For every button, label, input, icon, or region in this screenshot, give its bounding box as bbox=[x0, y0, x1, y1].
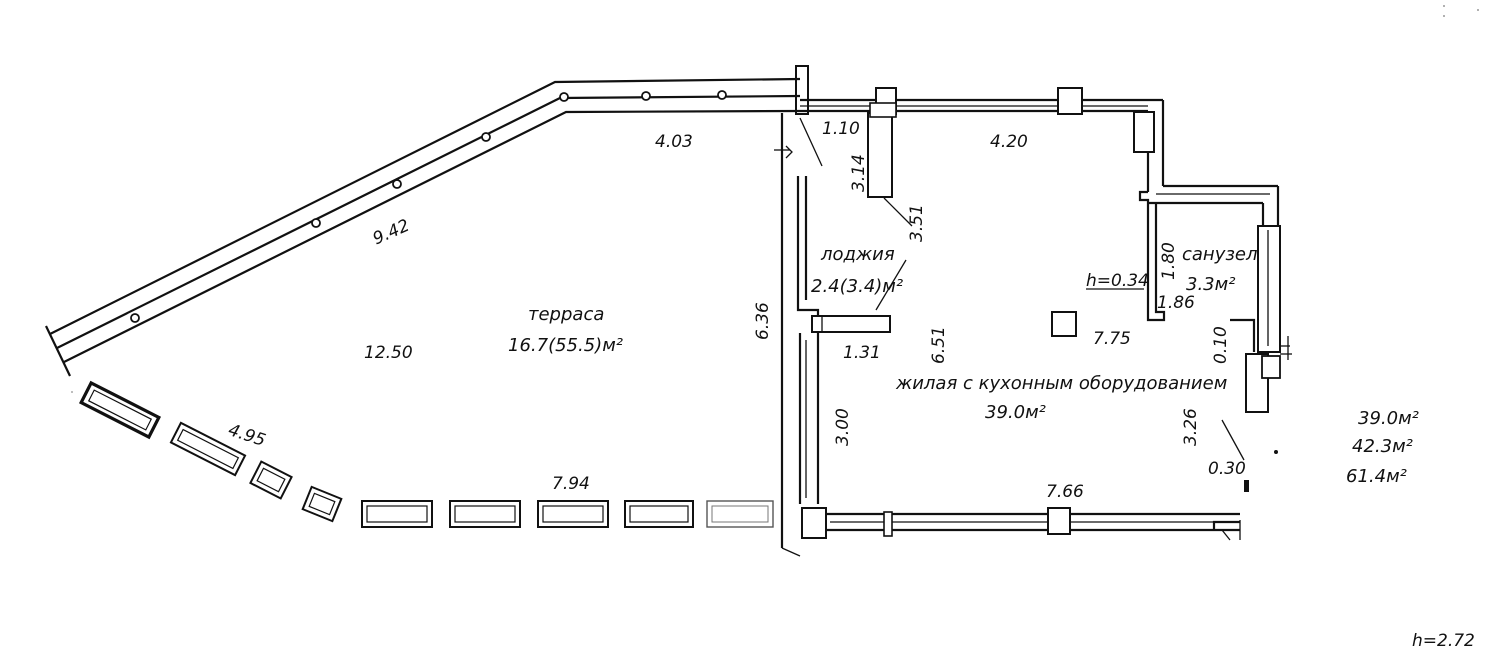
dim-bath-186: 1.86 bbox=[1157, 293, 1195, 313]
room-labels: терраса 16.7(55.5)м² лоджия 2.4(3.4)м² ж… bbox=[508, 244, 1258, 423]
ceiling-height: h=2.72 bbox=[1412, 631, 1475, 651]
dim-step-height: h=0.34 bbox=[1086, 271, 1149, 291]
dimension-labels: 4.03 9.42 12.50 4.95 7.94 6.36 1.10 3.14… bbox=[226, 119, 1246, 502]
apartment-walls bbox=[774, 65, 1292, 557]
dim-living-326: 3.26 bbox=[1181, 408, 1201, 446]
living-name: жилая с кухонным оборудованием bbox=[895, 373, 1227, 394]
terrace-area: 16.7(55.5)м² bbox=[508, 335, 623, 356]
living-area: 39.0м² bbox=[985, 402, 1046, 423]
dim-wall-636: 6.36 bbox=[753, 302, 773, 340]
dim-loggia-351: 3.51 bbox=[907, 204, 927, 242]
parapet-posts bbox=[130, 90, 727, 323]
dim-bath-010: 0.10 bbox=[1211, 326, 1231, 364]
terrace-parapet bbox=[45, 77, 801, 377]
bathroom-area: 3.3м² bbox=[1186, 274, 1235, 295]
summary-living-area: 39.0м² bbox=[1358, 408, 1419, 429]
dim-loggia-110: 1.10 bbox=[822, 119, 860, 139]
dim-terrace-top: 4.03 bbox=[655, 132, 693, 152]
loggia-name: лоджия bbox=[820, 244, 895, 265]
dim-loggia-314: 3.14 bbox=[849, 154, 869, 192]
dim-living-300: 3.00 bbox=[833, 408, 853, 446]
dim-terrace-lower-left: 4.95 bbox=[226, 420, 268, 451]
scan-noise bbox=[71, 5, 1479, 393]
terrace-name: терраса bbox=[528, 304, 604, 325]
bathroom-name: санузел bbox=[1182, 244, 1258, 265]
summary-overall-area: 61.4м² bbox=[1346, 466, 1407, 487]
dim-living-775: 7.75 bbox=[1093, 329, 1131, 349]
dim-terrace-left: 12.50 bbox=[364, 343, 413, 363]
terrace-planters bbox=[78, 380, 774, 528]
summary-total-area: 42.3м² bbox=[1352, 436, 1413, 457]
dim-terrace-diagonal: 9.42 bbox=[370, 216, 413, 250]
area-summary: 39.0м² 42.3м² 61.4м² h=2.72 bbox=[1346, 408, 1475, 651]
dim-living-top: 4.20 bbox=[990, 132, 1028, 152]
loggia-area: 2.4(3.4)м² bbox=[811, 276, 903, 297]
dim-terrace-bottom: 7.94 bbox=[552, 474, 590, 494]
dim-living-651: 6.51 bbox=[929, 326, 949, 364]
dim-living-bottom: 7.66 bbox=[1046, 482, 1084, 502]
dim-bath-180: 1.80 bbox=[1159, 242, 1179, 280]
dim-living-030: 0.30 bbox=[1208, 459, 1246, 479]
dim-loggia-131: 1.31 bbox=[843, 343, 881, 363]
